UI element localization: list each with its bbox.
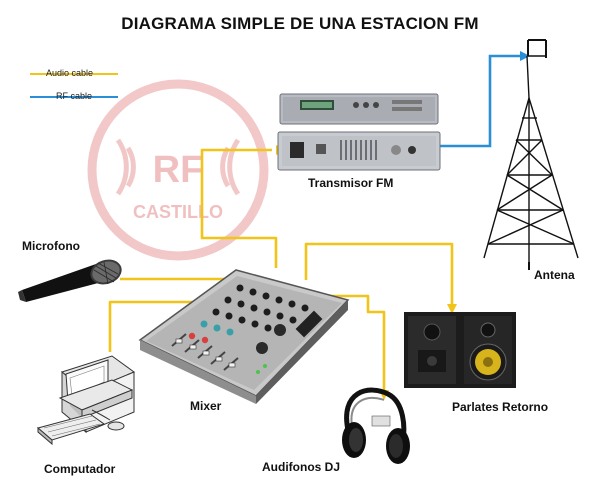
watermark-castillo-text: CASTILLO xyxy=(133,202,223,222)
transmitter-label: Transmisor FM xyxy=(308,176,394,190)
monitors-label: Parlates Retorno xyxy=(452,400,549,414)
audio-cables xyxy=(108,148,454,392)
audio-mixer xyxy=(138,269,350,404)
rf-castillo-watermark: RF CASTILLO xyxy=(87,79,269,261)
fm-transmitter xyxy=(277,93,441,171)
legend-rf-label: RF cable xyxy=(56,91,93,101)
cable-mixer-to-transmitter xyxy=(200,148,278,268)
microphone-label: Microfono xyxy=(22,239,80,253)
legend xyxy=(30,73,118,98)
microphone xyxy=(18,259,122,302)
antenna-tower xyxy=(483,39,579,270)
computer xyxy=(36,355,136,446)
headphones-label: Audifonos DJ xyxy=(262,460,340,474)
diagram-title: DIAGRAMA SIMPLE DE UNA ESTACION FM xyxy=(121,14,479,33)
watermark-rf-text: RF xyxy=(153,149,204,191)
mixer-label: Mixer xyxy=(190,399,222,413)
cable-mixer-to-monitors xyxy=(304,242,454,306)
rf-cable xyxy=(418,54,524,148)
dj-headphones xyxy=(342,387,410,464)
computer-label: Computador xyxy=(44,462,116,476)
monitor-speakers xyxy=(404,312,516,388)
cable-computer-to-mixer xyxy=(108,300,210,352)
antenna-label: Antena xyxy=(534,268,575,282)
cable-mixer-to-headphones xyxy=(298,294,386,392)
rf-arrowhead xyxy=(520,51,530,61)
legend-audio-label: Audio cable xyxy=(46,68,94,78)
